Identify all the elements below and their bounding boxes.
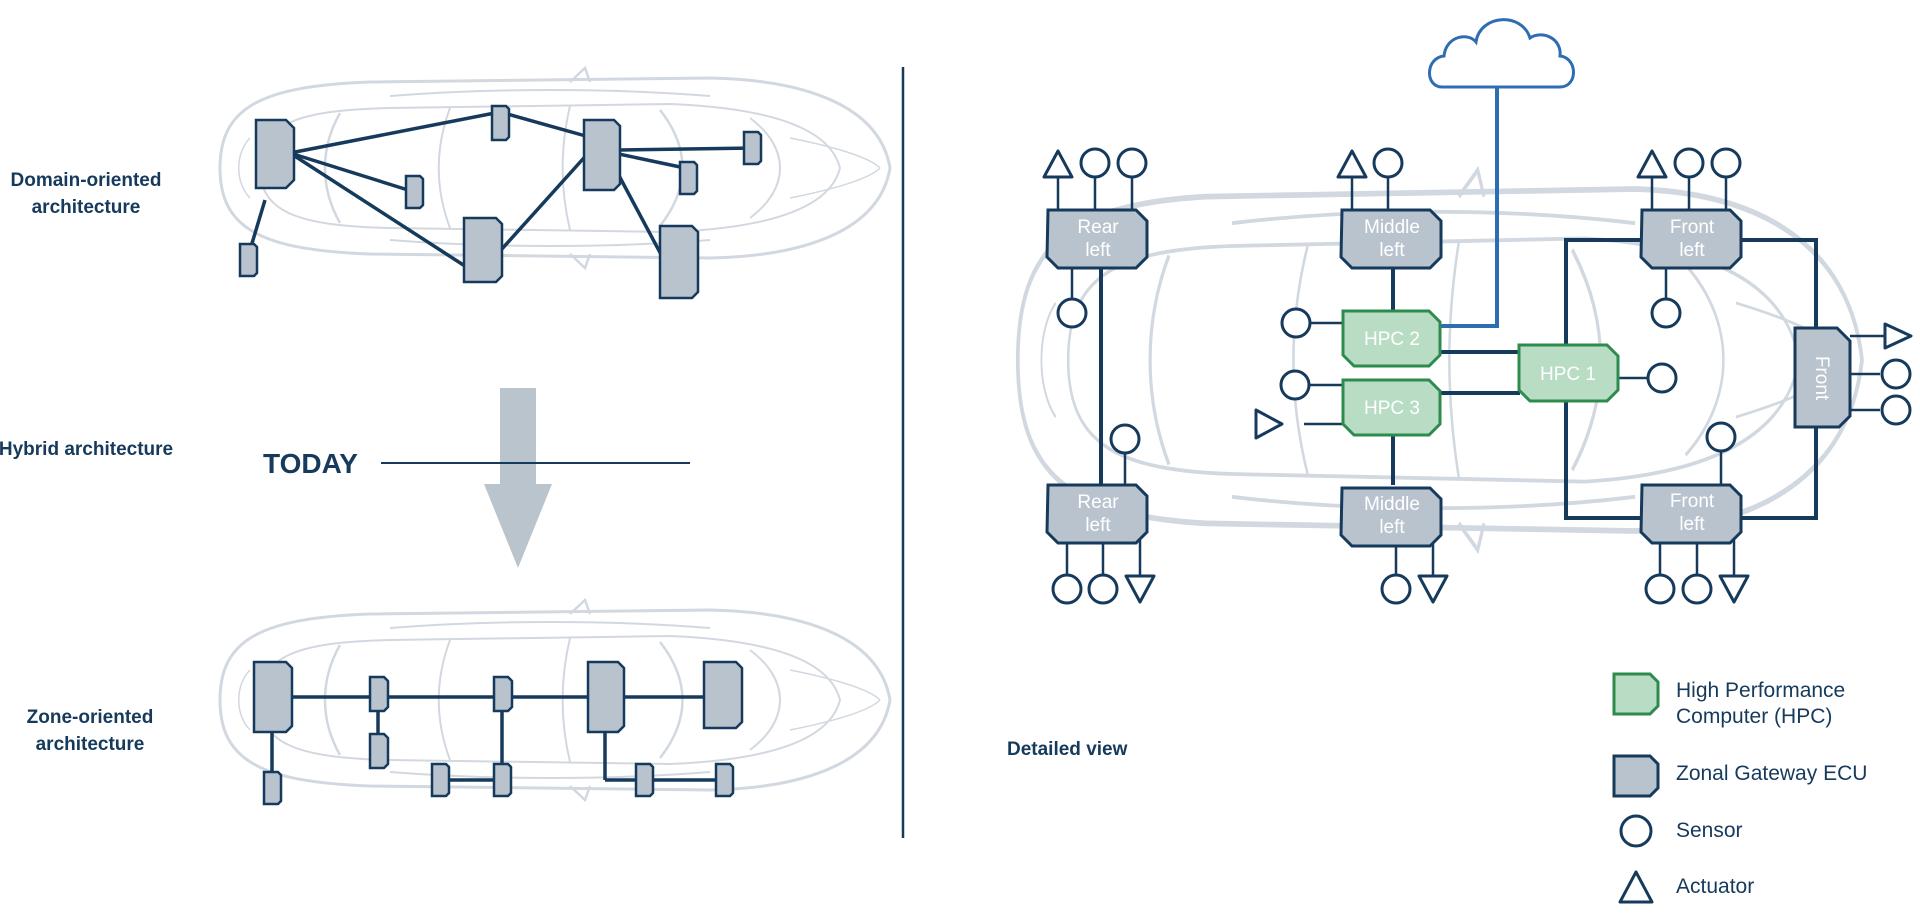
hpc2-label: HPC 2 — [1364, 329, 1420, 350]
domain-car-outline — [218, 66, 892, 270]
cloud-link — [1440, 88, 1499, 328]
rear-left-top-line2: left — [1085, 240, 1111, 261]
legend-zonal-icon — [1612, 754, 1660, 798]
rear-left-top-line1: Rear — [1077, 217, 1119, 238]
front-left-bottom-line2: left — [1679, 514, 1705, 535]
detailed-zonal-ecus — [1045, 208, 1852, 548]
actuators — [1042, 149, 1913, 604]
front-ecu-label: Front — [1811, 356, 1832, 401]
domain-architecture-label: Domain-oriented architecture — [10, 170, 162, 218]
zone-ecus — [252, 660, 744, 806]
rear-left-bottom-line2: left — [1085, 515, 1111, 536]
hybrid-architecture-label: Hybrid architecture — [0, 439, 174, 460]
transition-arrow — [484, 388, 552, 568]
domain-ecus — [238, 104, 763, 300]
zone-architecture-label: Zone-oriented architecture — [26, 707, 154, 755]
detailed-view-label: Detailed view — [1007, 739, 1128, 760]
front-left-top-line2: left — [1679, 240, 1705, 261]
zone-car-outline — [218, 598, 892, 802]
front-left-bottom-line1: Front — [1670, 491, 1715, 512]
middle-left-bottom-line2: left — [1379, 517, 1405, 538]
sensors — [1051, 147, 1912, 605]
legend-sensor-icon — [1619, 814, 1653, 848]
front-left-top-line1: Front — [1670, 217, 1715, 238]
legend-hpc-line2: Computer (HPC) — [1676, 705, 1833, 728]
legend-actuator-label: Actuator — [1676, 875, 1755, 898]
middle-left-top-line2: left — [1379, 240, 1405, 261]
legend-hpc-label: High Performance Computer (HPC) — [1676, 678, 1845, 730]
cloud-icon — [1428, 18, 1575, 89]
detailed-stubs — [1056, 178, 1885, 575]
detailed-block-texts: Rear left Middle left Front left Rear le… — [1077, 217, 1832, 538]
middle-left-bottom-line1: Middle — [1364, 494, 1420, 515]
today-label: TODAY — [263, 448, 358, 479]
middle-left-top-line1: Middle — [1364, 217, 1420, 238]
legend-hpc-icon — [1612, 672, 1660, 716]
hpc1-label: HPC 1 — [1540, 364, 1596, 385]
legend-hpc-line1: High Performance — [1676, 679, 1846, 702]
legend-sensor-label: Sensor — [1676, 819, 1743, 842]
rear-left-bottom-line1: Rear — [1077, 492, 1119, 513]
detailed-hpcs — [1341, 309, 1620, 437]
legend-actuator-icon — [1618, 870, 1654, 904]
legend-zonal-label: Zonal Gateway ECU — [1676, 762, 1868, 785]
hpc3-label: HPC 3 — [1364, 398, 1420, 419]
